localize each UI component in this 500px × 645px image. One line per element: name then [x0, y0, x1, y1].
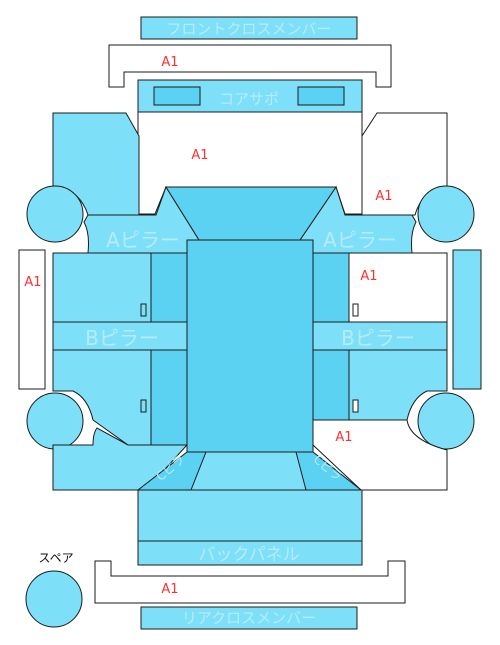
left-side-outline[interactable] [18, 249, 46, 390]
back-panel-label: バックパネル [198, 545, 299, 565]
front-cross-member-mark: A1 [161, 55, 178, 70]
rear-bracket-outline [94, 560, 406, 604]
left-front-tire[interactable] [26, 185, 84, 243]
right-front-fender-mark: A1 [375, 189, 392, 204]
right-rear-quarter[interactable] [312, 419, 448, 491]
left-side-mark: A1 [24, 275, 41, 290]
right-rear-mark: A1 [335, 430, 352, 445]
front-cross-member-panel[interactable] [140, 16, 358, 40]
left-rear-quarter[interactable] [52, 427, 189, 491]
right-a-pillar-label: Aピラー [323, 228, 397, 252]
left-front-door-dark [150, 252, 188, 323]
right-front-door-handle[interactable] [352, 303, 359, 317]
core-support-right-slot [297, 86, 345, 106]
left-b-pillar-label: Bピラー [85, 326, 159, 350]
right-front-door-dark [312, 252, 350, 323]
rear-cross-member-tag [153, 580, 187, 597]
trunk-lid[interactable] [137, 489, 363, 542]
left-front-door-handle[interactable] [140, 303, 147, 317]
rear-cross-member-mark: A1 [161, 582, 178, 597]
left-rear-door-dark [150, 349, 188, 446]
roof[interactable] [186, 239, 314, 453]
right-front-tire[interactable] [417, 185, 475, 243]
hood-mark: A1 [191, 148, 208, 163]
left-rear-tire[interactable] [26, 392, 84, 450]
left-rear-door-handle[interactable] [140, 399, 147, 413]
front-cross-member-label: フロントクロスメンバー [166, 20, 331, 38]
right-side-bar[interactable] [452, 249, 482, 390]
rear-cross-member-panel[interactable] [140, 606, 358, 630]
back-panel[interactable] [137, 540, 363, 566]
right-rear-door-handle[interactable] [352, 399, 359, 413]
front-cross-member-tag [152, 53, 186, 70]
right-b-pillar-label: Bピラー [341, 326, 415, 350]
spare-tire[interactable] [25, 570, 83, 628]
right-rear-tire[interactable] [417, 392, 475, 450]
rear-cross-member-label: リアクロスメンバー [182, 609, 316, 627]
left-a-pillar-label: Aピラー [106, 228, 180, 252]
spare-label: スペア [38, 551, 73, 565]
core-support-label: コアサポ [219, 90, 279, 108]
core-support-left-slot [153, 86, 201, 106]
rear-window-inner [190, 451, 307, 491]
right-front-door-mark: A1 [360, 269, 377, 284]
left-b-pillar[interactable] [52, 321, 188, 351]
front-bracket-outline [108, 44, 392, 88]
right-rear-door-dark [312, 349, 350, 421]
